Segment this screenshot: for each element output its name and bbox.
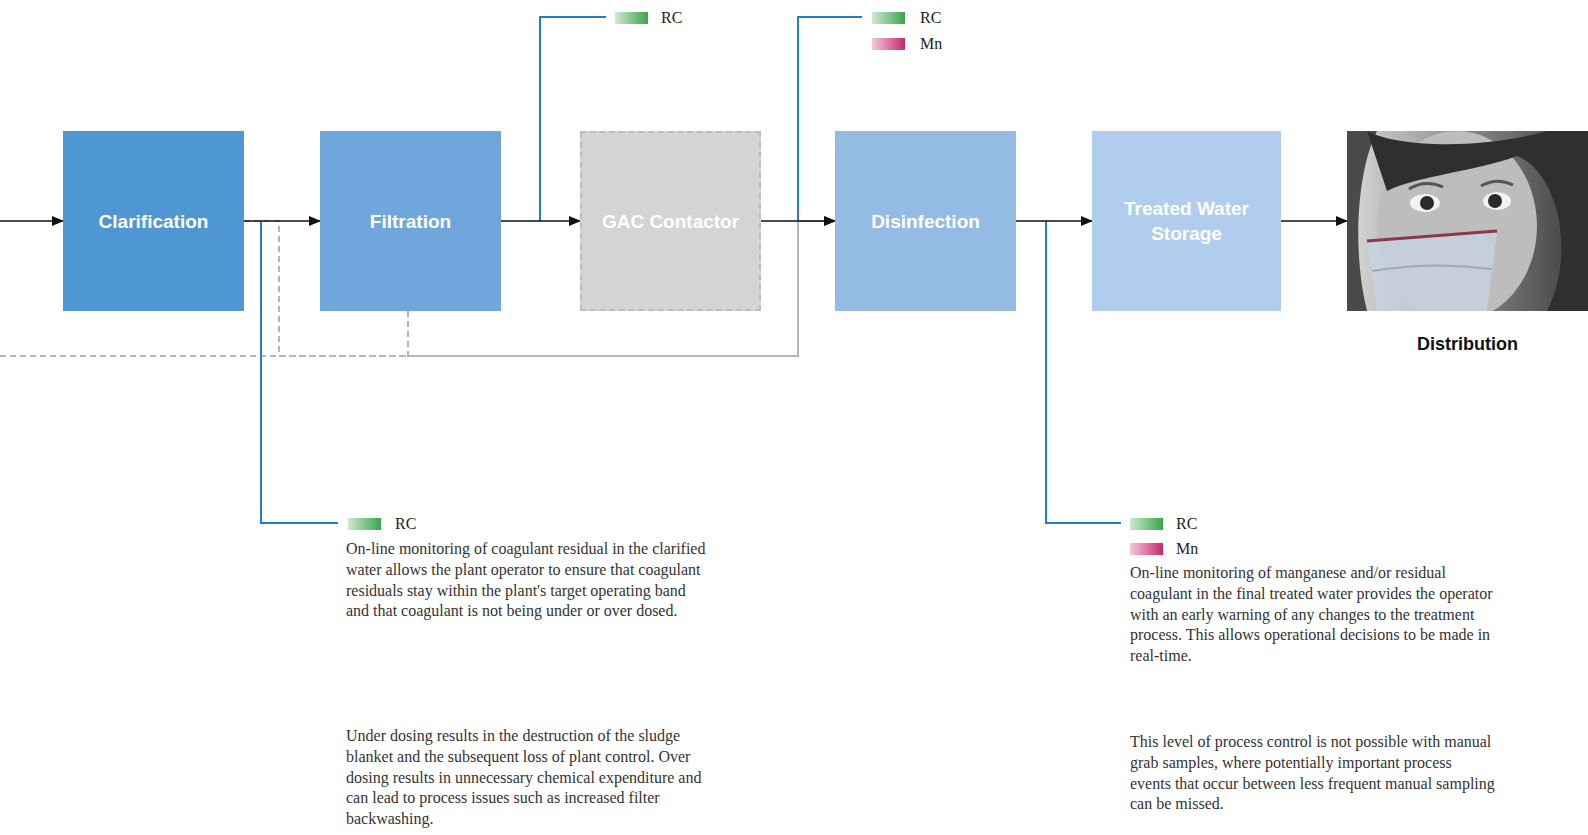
child-drinking-photo xyxy=(1347,131,1588,311)
legend-label: RC xyxy=(920,8,941,28)
note-text: This level of process control is not pos… xyxy=(1130,732,1495,815)
legend-swatch xyxy=(1130,518,1163,530)
legend-swatch xyxy=(872,38,905,50)
node-label: GAC Contactor xyxy=(594,209,747,234)
note-text: On-line monitoring of coagulant residual… xyxy=(346,539,708,622)
process-box: Treated Water Storage xyxy=(1092,131,1281,311)
legend-label: RC xyxy=(1176,514,1197,534)
legend-swatch xyxy=(1130,543,1163,555)
inlet-arrow xyxy=(0,220,63,222)
node-label: Filtration xyxy=(362,209,459,234)
process-box: Filtration xyxy=(320,131,501,311)
legend-swatch xyxy=(872,12,905,24)
process-box: Disinfection xyxy=(835,131,1016,311)
node-heading: Distribution xyxy=(1347,332,1588,356)
flow-arrow xyxy=(1016,220,1092,222)
legend-label: RC xyxy=(661,8,682,28)
distribution-photo: Distribution xyxy=(1347,131,1588,311)
legend-swatch xyxy=(348,518,381,530)
note-text: Under dosing results in the destruction … xyxy=(346,726,708,830)
node-label: Clarification xyxy=(91,209,217,234)
flow-arrow xyxy=(501,220,580,222)
legend-label: RC xyxy=(395,514,416,534)
optional-process-box: GAC Contactor xyxy=(580,131,761,311)
flow-arrow xyxy=(1281,220,1347,222)
legend-label: Mn xyxy=(920,34,942,54)
node-label: Treated Water Storage xyxy=(1092,196,1281,246)
legend-label: Mn xyxy=(1176,539,1198,559)
flow-arrow xyxy=(761,220,835,222)
process-box: Clarification xyxy=(63,131,244,311)
legend-swatch xyxy=(615,12,648,24)
flow-arrow xyxy=(244,220,320,222)
node-label: Disinfection xyxy=(863,209,988,234)
note-text: On-line monitoring of manganese and/or r… xyxy=(1130,563,1495,667)
